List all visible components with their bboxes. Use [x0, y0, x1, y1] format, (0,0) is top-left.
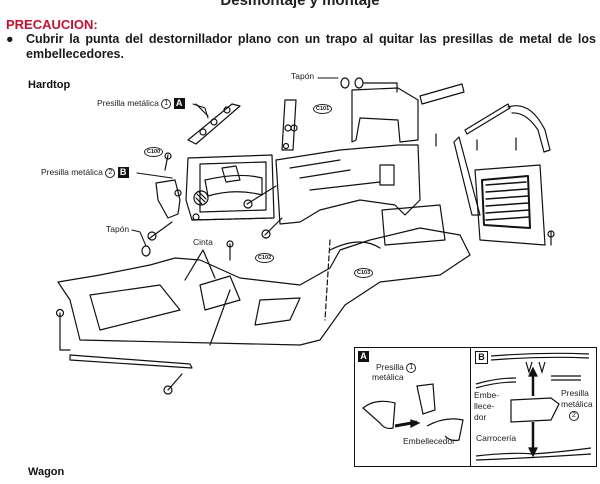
caution-text: Cubrir la punta del destornillador plano…: [26, 32, 596, 61]
sill-plate: [59, 329, 193, 369]
detail-badge-a: A: [358, 351, 369, 362]
detail-badge-a: A: [173, 98, 185, 110]
detail-box-a: A Presilla 1 metálica Embellecedor: [354, 347, 473, 467]
label-cinta: Cinta: [193, 237, 213, 247]
detail-b-presilla: Presilla: [561, 388, 589, 398]
label-text: Presilla metálica: [97, 98, 159, 108]
detail-b-embe: Embe-: [474, 390, 500, 400]
rear-side-trims: [419, 83, 551, 246]
leader-lines: [131, 77, 339, 247]
rear-quarter-trim: [275, 87, 421, 225]
detail-b-metalica: metálica: [561, 399, 593, 409]
a-pillar-trim: [187, 103, 241, 145]
cinta-tape: [184, 249, 216, 281]
section-wagon: Wagon: [28, 466, 65, 478]
detail-badge-b: B: [117, 167, 129, 179]
label-tapon-left: Tapón: [106, 224, 130, 234]
detail-a-drawing: [362, 383, 464, 442]
label-tapon-top: Tapón: [291, 71, 315, 81]
floor-carpet: [57, 204, 471, 346]
b-pillar-trim: [281, 99, 298, 151]
number-circle: 1: [406, 362, 417, 373]
caution-item: ● Cubrir la punta del destornillador pla…: [6, 32, 596, 62]
caution-heading: PRECAUCION:: [6, 17, 98, 32]
label-presilla-2: Presilla metálica 2 B: [41, 167, 129, 179]
detail-b-llece: llece-: [474, 401, 495, 411]
door-trim-panel: [185, 154, 275, 221]
detail-b-dor: dor: [474, 412, 487, 422]
code-c101: C101: [313, 104, 333, 114]
detail-a-presilla: Presilla 1: [376, 362, 417, 373]
number-circle: 2: [105, 167, 116, 178]
screws: [55, 133, 555, 395]
bullet-icon: ●: [6, 32, 14, 46]
detail-b-carroceria: Carrocería: [476, 433, 517, 443]
label-text: Presilla: [376, 362, 404, 372]
kick-panel: [155, 179, 182, 219]
label-text: Presilla metálica: [41, 167, 103, 177]
page-title: Desmontaje y montaje: [220, 0, 380, 9]
label-presilla-1: Presilla metálica 1 A: [97, 98, 185, 110]
detail-a-metalica: metálica: [372, 372, 404, 382]
section-hardtop: Hardtop: [28, 79, 71, 91]
code-c103: C103: [354, 268, 374, 278]
exploded-view-diagram: [55, 77, 555, 395]
detail-b-drawing: [475, 352, 592, 461]
detail-badge-b: B: [475, 351, 488, 364]
code-c100: C100: [144, 147, 164, 157]
tapon-plugs: [141, 77, 398, 257]
detail-a-embellecedor: Embellecedor: [403, 436, 455, 446]
number-circle: 1: [161, 98, 172, 109]
code-c102: C102: [255, 253, 275, 263]
number-circle: 2: [569, 411, 579, 421]
detail-box-b: B Embe- llece- dor Presilla metálica 2 C…: [470, 347, 597, 467]
